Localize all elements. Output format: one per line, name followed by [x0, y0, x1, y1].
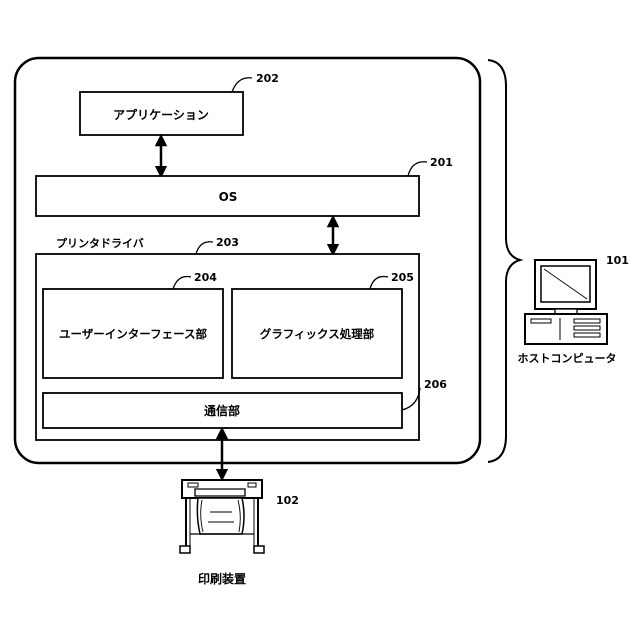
printer-driver-leader [196, 242, 213, 254]
communication-label: 通信部 [204, 403, 240, 418]
communication-ref: 206 [424, 378, 447, 391]
os-leader [408, 162, 427, 176]
application-leader [232, 78, 252, 92]
printer-driver-ref: 203 [216, 236, 239, 249]
graphics-label: グラフィックス処理部 [260, 327, 375, 341]
user-interface-ref: 204 [194, 271, 217, 284]
os-label: OS [219, 190, 238, 204]
application-ref: 202 [256, 72, 279, 85]
application-label: アプリケーション [113, 107, 209, 122]
host-computer-label: ホストコンピュータ [518, 352, 617, 365]
printer-ref: 102 [276, 494, 299, 507]
computer-icon [525, 260, 607, 344]
printer-label: 印刷装置 [198, 571, 246, 586]
graphics-ref: 205 [391, 271, 414, 284]
os-ref: 201 [430, 156, 453, 169]
host-computer-brace [488, 60, 520, 462]
host-computer-ref: 101 [606, 254, 629, 267]
printer-driver-label: プリンタドライバ [56, 236, 144, 250]
user-interface-label: ユーザーインターフェース部 [59, 327, 208, 341]
printer-icon [180, 480, 264, 553]
